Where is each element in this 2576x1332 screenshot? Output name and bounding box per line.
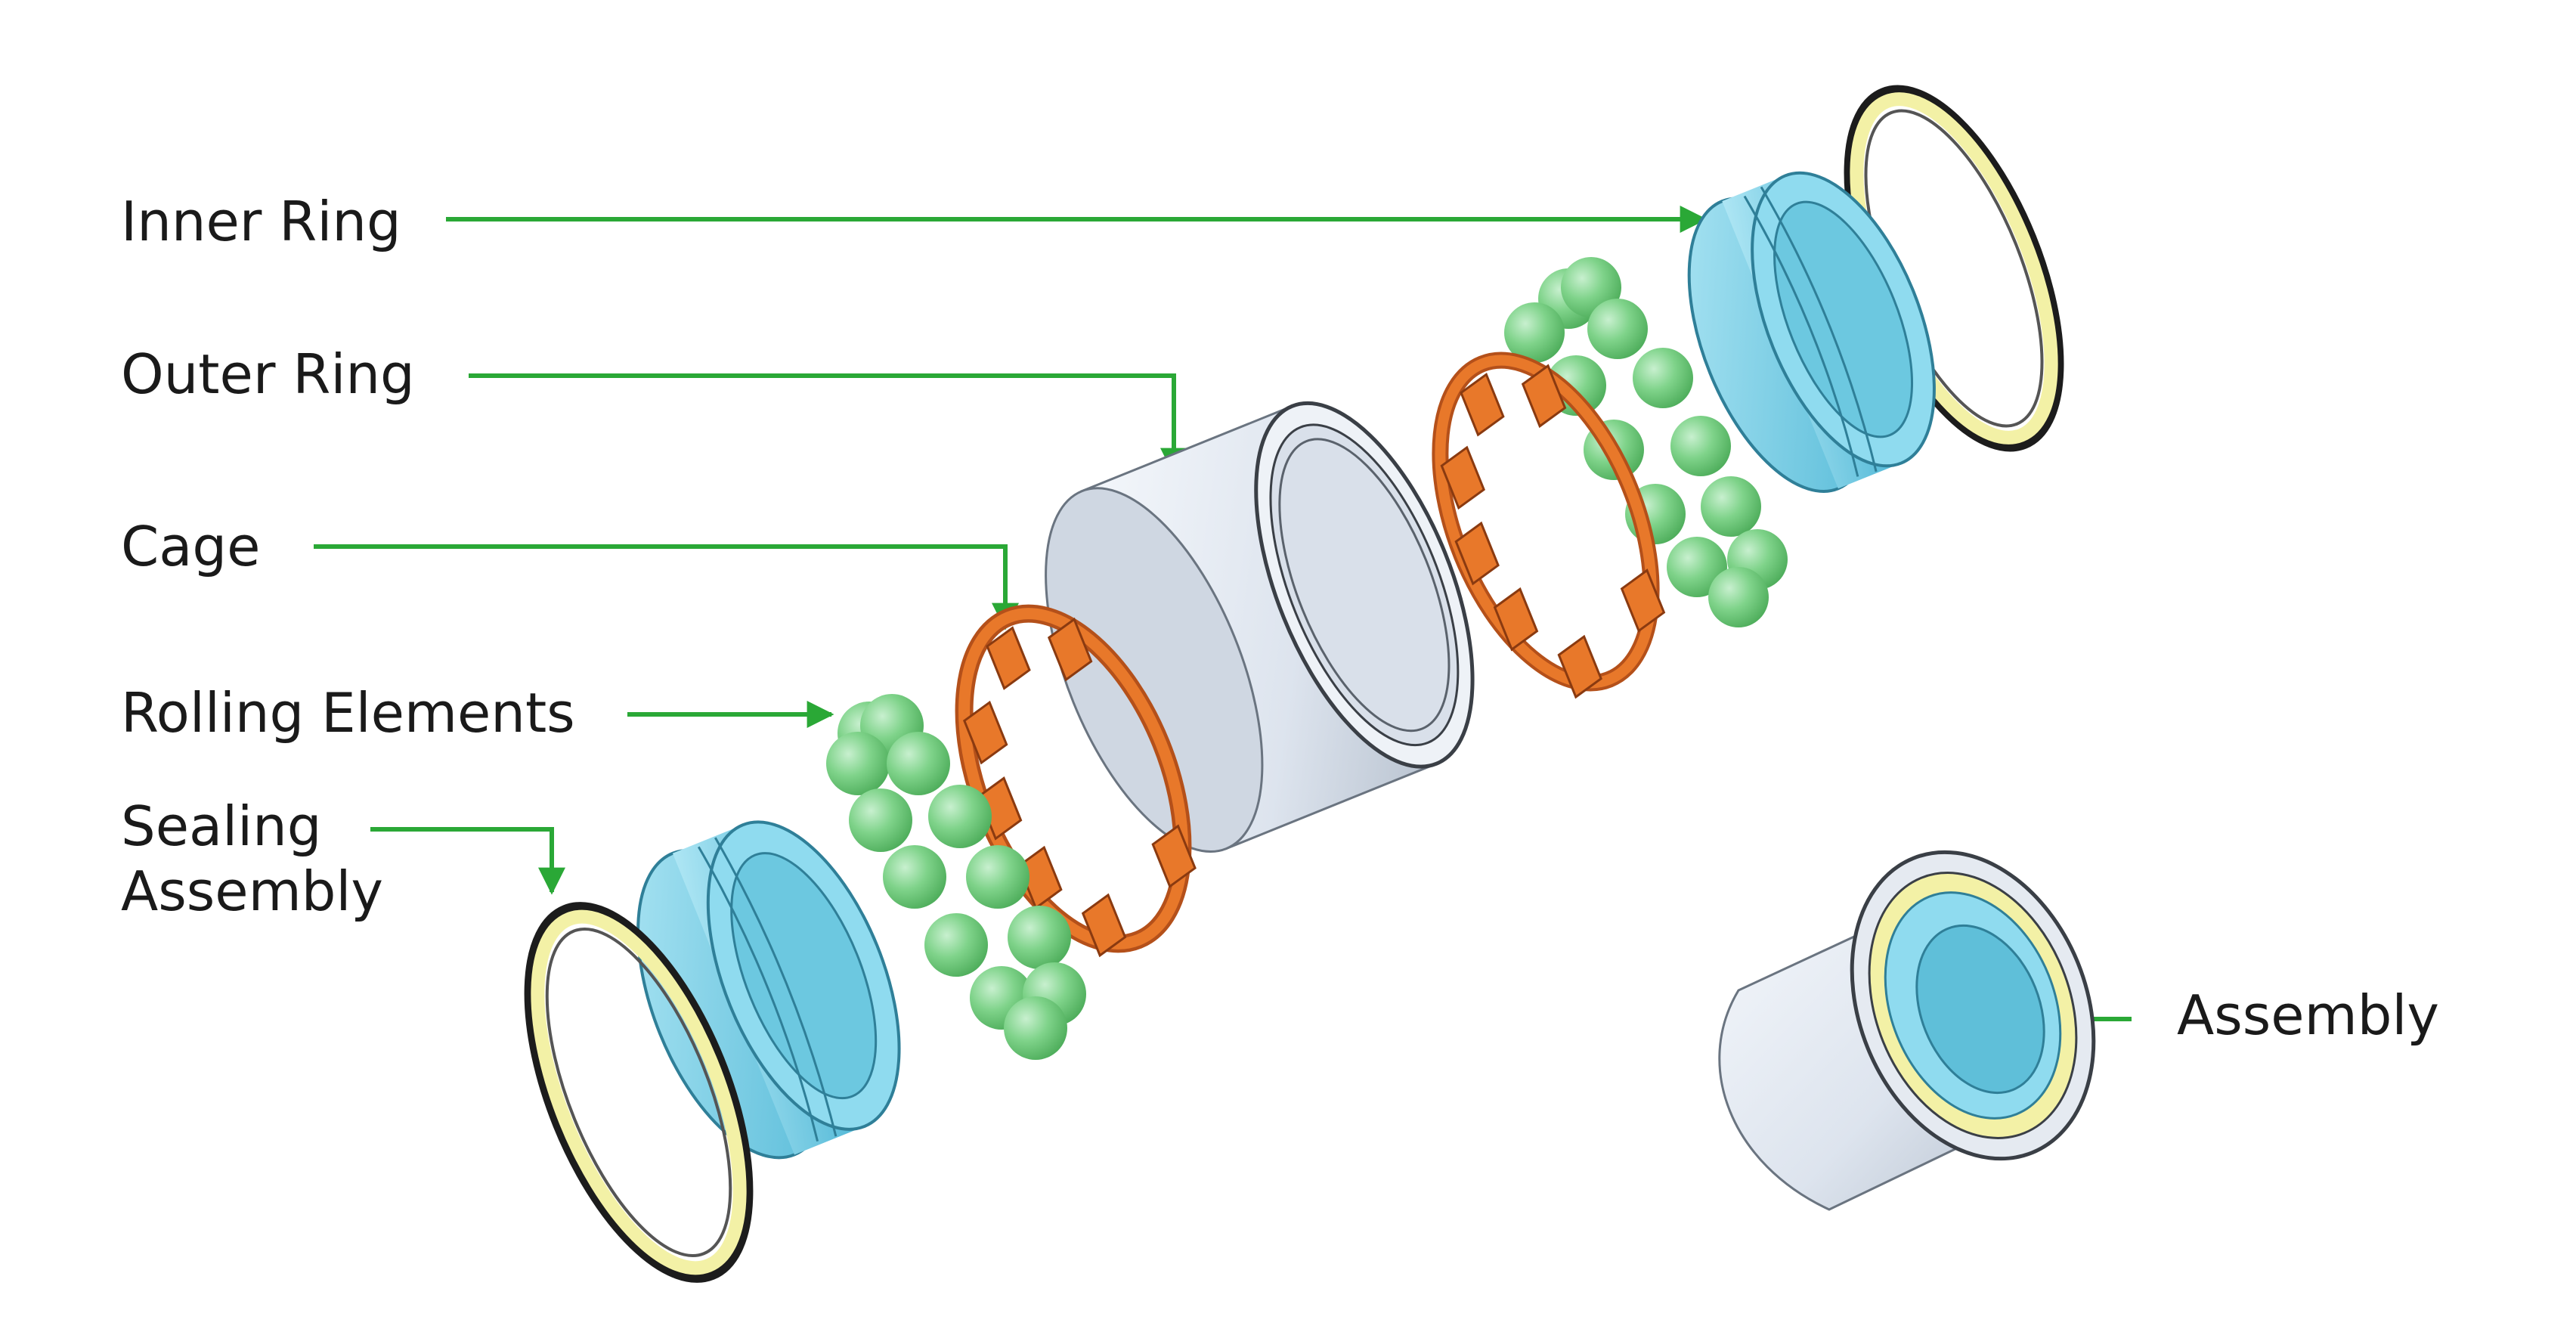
ball	[1587, 299, 1648, 359]
label-outer-ring-text: Outer Ring	[121, 342, 415, 406]
ball	[887, 732, 950, 795]
rolling-elements-left	[826, 694, 1086, 1060]
arrow-outer-ring	[469, 373, 1187, 475]
ball	[1008, 906, 1071, 969]
ball	[1701, 476, 1761, 537]
cage-right	[1432, 352, 1666, 699]
ball	[1708, 567, 1769, 627]
label-cage: Cage	[121, 514, 260, 579]
label-inner-ring-text: Inner Ring	[121, 190, 401, 253]
ball	[883, 845, 946, 909]
ball	[924, 913, 988, 977]
label-outer-ring: Outer Ring	[121, 342, 415, 407]
ball	[1667, 537, 1727, 597]
label-assembly: Assembly	[2177, 983, 2439, 1048]
seal-ring-left	[524, 902, 754, 1283]
ball	[1004, 996, 1067, 1060]
ball	[1633, 348, 1693, 408]
label-assembly-text: Assembly	[2177, 984, 2440, 1047]
ball	[849, 788, 912, 852]
arrow-cage	[314, 544, 1019, 630]
ball	[826, 732, 890, 795]
label-inner-ring: Inner Ring	[121, 189, 401, 254]
ball	[1504, 302, 1565, 363]
label-cage-text: Cage	[121, 515, 261, 578]
label-sealing-assembly: Sealing Assembly	[121, 794, 383, 924]
ball	[966, 845, 1029, 909]
outer-ring	[1045, 401, 1475, 853]
arrow-sealing-assembly	[370, 827, 565, 895]
ball	[1670, 416, 1731, 476]
label-rolling-elements-text: Rolling Elements	[121, 681, 575, 745]
label-sealing-line2: Assembly	[121, 860, 384, 923]
ball	[928, 785, 992, 848]
label-sealing-line1: Sealing	[121, 795, 322, 858]
label-rolling-elements: Rolling Elements	[121, 680, 575, 745]
inner-ring-right	[1687, 171, 1936, 493]
inner-ring-left	[636, 820, 901, 1160]
assembled-bearing	[1718, 850, 2096, 1211]
